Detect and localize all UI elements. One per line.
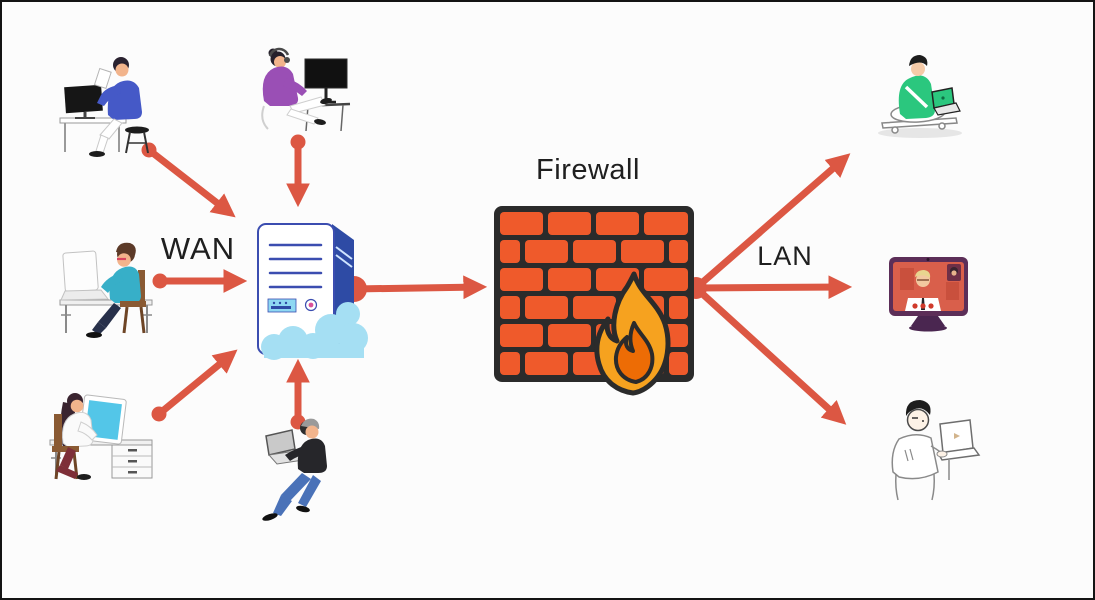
employee-teal-shirt-desk-laptop xyxy=(59,242,153,338)
lan-label: LAN xyxy=(757,241,813,271)
user-standing-with-laptop xyxy=(891,400,981,501)
wan-arrows xyxy=(141,134,310,430)
lan-arrows xyxy=(685,153,853,425)
employee-blue-shirt-desk-monitor xyxy=(59,57,149,157)
flame-icon xyxy=(594,271,671,396)
firewall-brick-wall-flame xyxy=(494,206,694,396)
server-to-firewall-arrow xyxy=(341,275,488,302)
wan-label: WAN xyxy=(160,231,236,266)
firewall-label: Firewall xyxy=(536,154,640,186)
user-green-shirt-crosslegged-laptop xyxy=(878,55,962,138)
employee-purple-headphones-monitor xyxy=(261,47,351,132)
server-tower xyxy=(257,223,368,360)
employee-dark-jacket-sitting-laptop xyxy=(262,418,327,521)
monitor-video-call xyxy=(889,257,968,332)
employee-woman-desk-drawers-monitor xyxy=(49,393,153,480)
